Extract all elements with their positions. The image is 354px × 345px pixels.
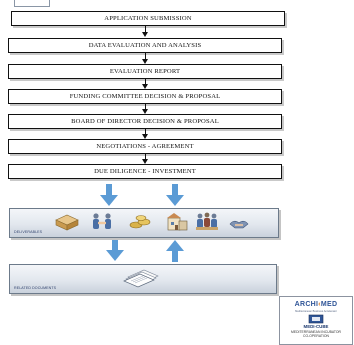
connector-line — [145, 154, 147, 160]
handshake-small-icon — [229, 220, 249, 229]
related-documents-label: RELATED DOCUMENTS — [14, 286, 57, 290]
down-arrow-to-documents — [106, 240, 124, 261]
package-icon — [55, 214, 79, 231]
step-label: APPLICATION SUBMISSION — [104, 15, 192, 22]
cycle-arrows — [106, 240, 184, 262]
connector-line — [145, 79, 147, 85]
connector-line — [145, 53, 147, 60]
step-data-evaluation: DATA EVALUATION AND ANALYSIS — [8, 38, 282, 53]
logo-brand-divider-icon: ‹ — [318, 301, 321, 308]
logo-brand: ARCHI‹MED — [280, 301, 352, 308]
archimed-medicube-logo: ARCHI‹MED Mediterranean Business Acceler… — [279, 296, 353, 345]
meeting-icon — [196, 212, 218, 230]
step-application-submission: APPLICATION SUBMISSION — [11, 11, 285, 26]
deliverables-label: DELIVERABLES — [14, 230, 43, 234]
handshake-icon — [93, 213, 111, 229]
step-label: FUNDING COMMITTEE DECISION & PROPOSAL — [69, 93, 221, 100]
logo-description: MEDITERRANEAN INCUBATOR CO-OPERATION — [291, 330, 341, 338]
step-funding-committee: FUNDING COMMITTEE DECISION & PROPOSAL — [8, 89, 282, 104]
coins-icon — [129, 215, 151, 229]
connector-arrowhead — [142, 84, 148, 89]
logo-sub-brand: MEDI-CUBE — [303, 324, 329, 329]
down-arrows — [100, 184, 184, 206]
connector-arrowhead — [142, 134, 148, 139]
step-label: EVALUATION REPORT — [109, 68, 181, 75]
connector-arrowhead — [142, 159, 148, 164]
step-label: NEGOTIATIONS - AGREEMENT — [96, 143, 194, 150]
connector-arrowhead — [142, 109, 148, 114]
related-documents-panel: RELATED DOCUMENTS — [9, 264, 277, 294]
step-evaluation-report: EVALUATION REPORT — [8, 64, 282, 79]
connector-line — [145, 26, 147, 33]
step-due-diligence: DUE DILIGENCE - INVESTMENT — [8, 164, 282, 179]
down-arrow-right — [166, 184, 184, 206]
deliverables-panel: DELIVERABLES — [9, 208, 279, 238]
connector-arrowhead — [142, 32, 148, 37]
documents-icon — [123, 269, 159, 288]
building-icon — [167, 213, 188, 231]
connector-line — [145, 129, 147, 135]
down-arrow-left — [100, 184, 118, 206]
connector-arrowhead — [142, 59, 148, 64]
step-label: DUE DILIGENCE - INVESTMENT — [94, 168, 196, 175]
up-arrow-to-deliverables — [166, 240, 184, 262]
step-label: BOARD OF DIRECTOR DECISION & PROPOSAL — [71, 118, 219, 125]
step-board-of-director: BOARD OF DIRECTOR DECISION & PROPOSAL — [8, 114, 282, 129]
top-stub-box — [14, 0, 50, 7]
cube-icon — [308, 314, 324, 324]
step-negotiations: NEGOTIATIONS - AGREEMENT — [8, 139, 282, 154]
connector-line — [145, 104, 147, 110]
logo-tagline: Mediterranean Business Accelerator — [295, 310, 337, 313]
logo-brand-left: ARCHI — [294, 301, 319, 308]
step-label: DATA EVALUATION AND ANALYSIS — [88, 42, 202, 49]
logo-brand-right: MED — [320, 301, 338, 308]
